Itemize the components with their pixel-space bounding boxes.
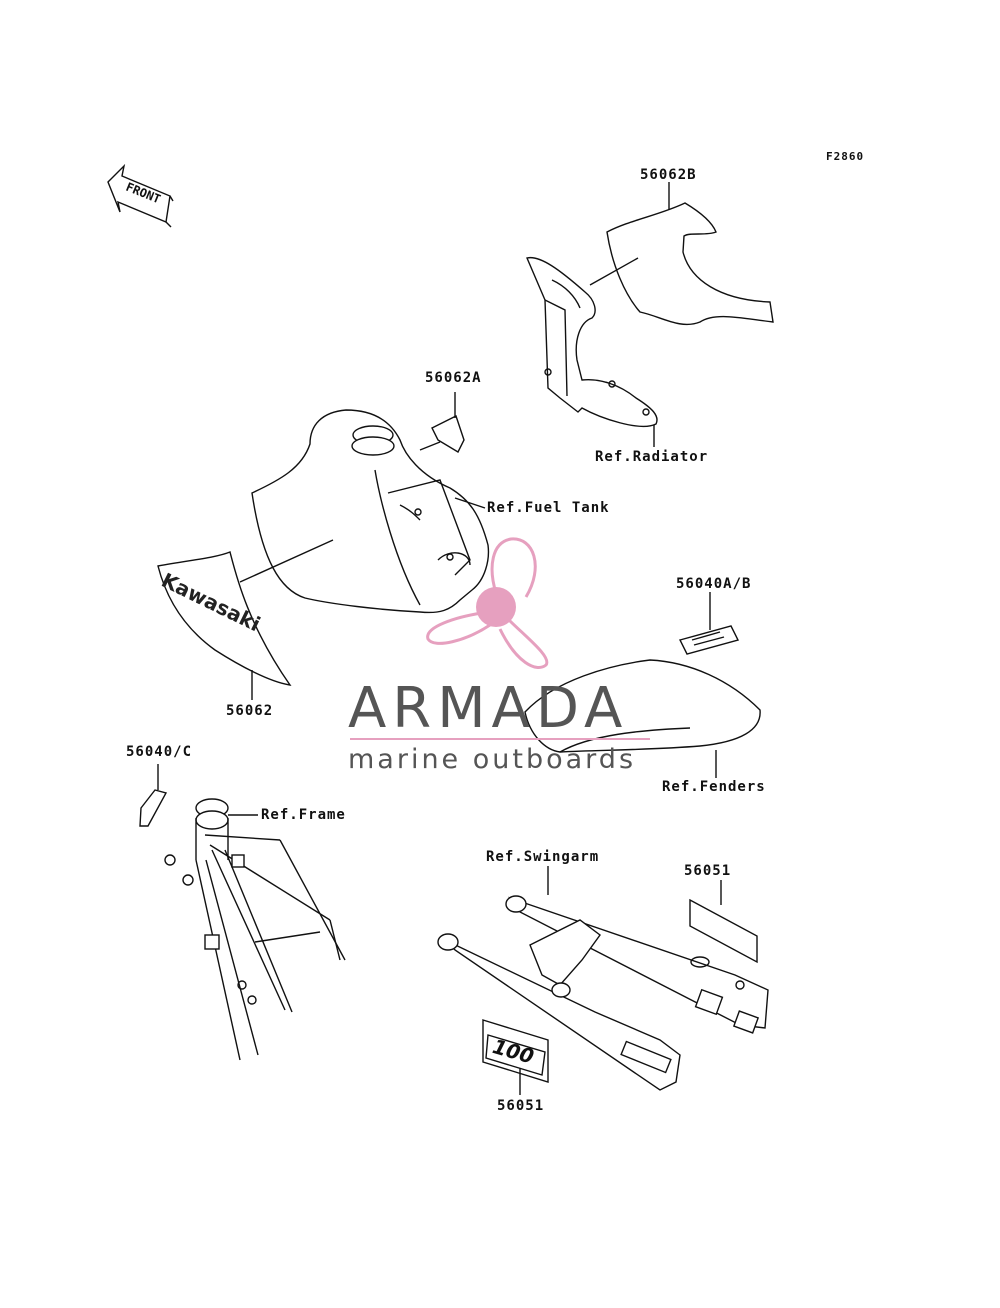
decal-56062A [431, 415, 465, 453]
label-ref-frame: Ref.Frame [261, 807, 346, 823]
radiator-shroud [526, 256, 658, 428]
label-ref-fenders: Ref.Fenders [662, 779, 766, 795]
label-56040AB: 56040A/B [676, 576, 752, 592]
fuel-tank [251, 409, 490, 614]
rear-fender [524, 659, 761, 753]
watermark-divider [350, 738, 650, 740]
swingarm [437, 895, 769, 1091]
frame [164, 798, 346, 1061]
label-ref-radiator: Ref.Radiator [595, 449, 709, 465]
leader-lines [157, 182, 722, 1095]
label-ref-swingarm: Ref.Swingarm [486, 849, 600, 865]
label-56062: 56062 [226, 703, 274, 719]
decal-56040C [139, 789, 168, 827]
watermark-brand: ARMADA [348, 676, 629, 741]
badge-56051: 100 [482, 1019, 549, 1083]
label-ref-fuel-tank: Ref.Fuel Tank [487, 500, 610, 516]
label-56051-bottom: 56051 [497, 1098, 545, 1114]
label-56062B: 56062B [640, 167, 697, 183]
decal-56062B [606, 202, 774, 326]
decal-56051-right [689, 898, 758, 964]
label-56062A: 56062A [425, 370, 482, 386]
front-arrow-icon: FRONT [107, 163, 174, 228]
diagram-code: F2860 [826, 150, 865, 163]
watermark-tagline: marine outboards [348, 744, 637, 775]
watermark-propeller-icon [426, 537, 549, 669]
label-56040AB [678, 625, 740, 655]
label-56040C: 56040/C [126, 744, 193, 760]
decal-56062: Kawasaki [157, 551, 292, 686]
label-56051-right: 56051 [684, 863, 732, 879]
